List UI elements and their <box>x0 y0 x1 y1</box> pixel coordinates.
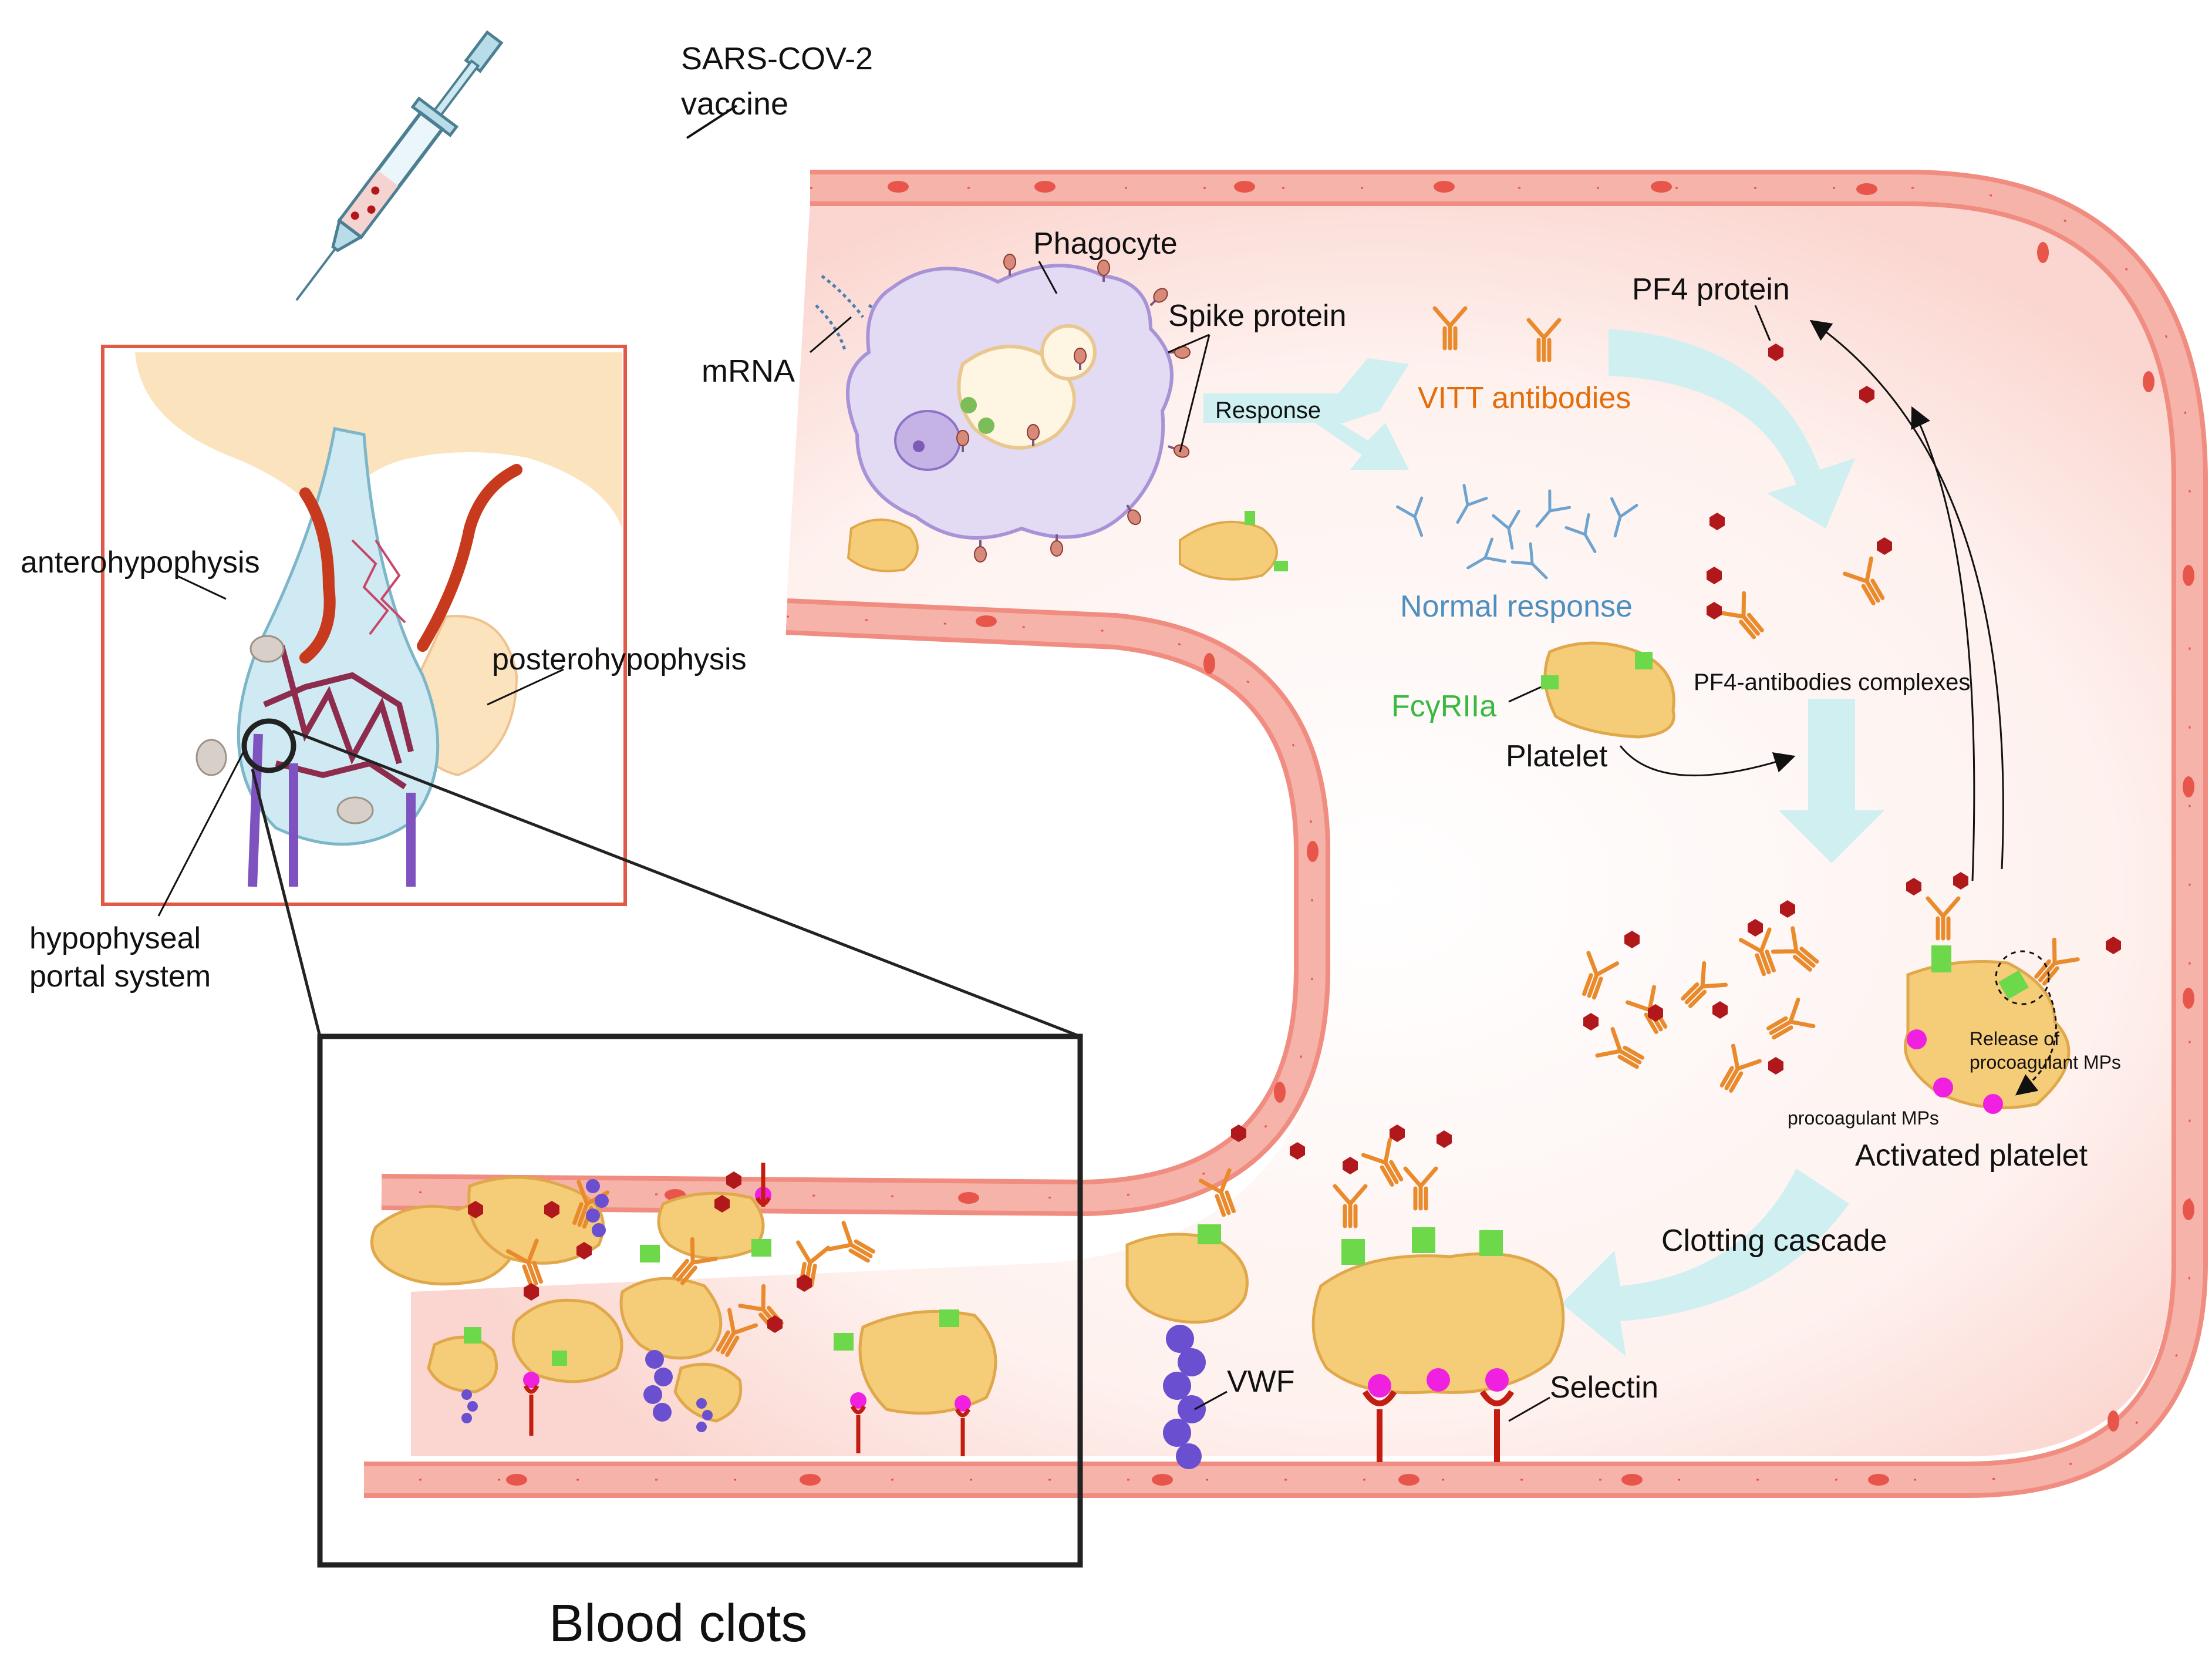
normal-response-label: Normal response <box>1400 590 1633 624</box>
phagocyte-leader-line <box>1038 261 1058 294</box>
fcgriia-receptor-icon <box>1635 652 1653 669</box>
vitt-antibodies-label: VITT antibodies <box>1418 381 1631 415</box>
selectin-label: Selectin <box>1550 1371 1658 1405</box>
vaccine-label-line2: vaccine <box>681 86 788 122</box>
blood-clots-label: Blood clots <box>549 1594 807 1653</box>
zoom-line-right <box>292 729 1081 1038</box>
fcgriia-leader-line <box>1508 686 1542 703</box>
release-label-line1: Release of <box>1970 1028 2059 1049</box>
mp-icon-3 <box>1983 1094 2003 1114</box>
vaccine-label-line1: SARS-COV-2 <box>681 41 873 76</box>
anterohypophysis-leader-line <box>176 574 227 600</box>
selectin-platelet-group <box>1290 1124 1565 1462</box>
feedback-arrow-inner <box>1911 406 1975 881</box>
syringe-icon <box>295 30 504 301</box>
phagocyte-cell <box>846 253 1192 563</box>
vwf-leader-line <box>1194 1390 1228 1410</box>
spike-leader-lines <box>1168 334 1210 453</box>
posterohypophysis-label: posterohypophysis <box>492 642 747 676</box>
platelet-small-2 <box>1179 520 1278 581</box>
vaccine-leader-line <box>686 105 738 139</box>
vwf-chain-icon <box>1163 1325 1206 1469</box>
feedback-arrow-outer <box>1809 319 2004 870</box>
vwf-platelet-group <box>1125 1124 1249 1469</box>
release-label-line2: procoagulant MPs <box>1970 1052 2121 1073</box>
mrna-label: mRNA <box>702 353 795 389</box>
posterohypophysis-leader-line <box>487 668 564 706</box>
mp-icon-1 <box>1907 1029 1927 1049</box>
activated-platelet <box>1904 960 2071 1110</box>
fcgriia-label: FcγRIIa <box>1391 689 1496 723</box>
clotting-cascade-arrow <box>1562 1169 1849 1356</box>
platelet-small-1 <box>847 518 919 573</box>
release-highlight-circle <box>1995 950 2050 1005</box>
pituitary-illustration <box>135 352 622 887</box>
response-arrows <box>1203 358 1409 470</box>
blood-clots-inset <box>317 1033 1083 1568</box>
spike-protein-label: Spike protein <box>1168 299 1347 333</box>
flow-arrow-down <box>1779 699 1884 863</box>
vwf-label: VWF <box>1227 1365 1295 1399</box>
portal-system-label-line1: hypophyseal <box>29 921 201 955</box>
magnify-circle <box>241 718 296 773</box>
activated-platelet-label: Activated platelet <box>1855 1139 2088 1173</box>
selectin-leader-line <box>1508 1396 1550 1422</box>
platelet-label: Platelet <box>1506 739 1608 773</box>
response-label: Response <box>1215 398 1321 423</box>
blood-vessel <box>364 170 2208 1498</box>
procoagulant-mps-label: procoagulant MPs <box>1788 1107 1939 1129</box>
portal-system-leader-line <box>157 751 245 917</box>
fcgriia-receptor-icon-2 <box>1541 675 1559 689</box>
zoom-line-left <box>251 769 322 1037</box>
portal-system-label-line2: portal system <box>29 959 211 994</box>
pf4-leader-line <box>1754 305 1771 341</box>
platelet-to-complex-arrow <box>1619 745 1796 777</box>
anterohypophysis-label: anterohypophysis <box>21 546 260 580</box>
flow-arrow-vitt-to-complexes <box>1609 329 1855 528</box>
phagocyte-label: Phagocyte <box>1033 227 1178 261</box>
mrna-leader-line <box>810 316 852 353</box>
mp-icon-2 <box>1933 1078 1953 1097</box>
pf4-protein-label: PF4 protein <box>1632 272 1790 307</box>
clotting-cascade-label: Clotting cascade <box>1661 1224 1887 1258</box>
pf4-complexes-label: PF4-antibodies complexes <box>1694 669 1970 695</box>
